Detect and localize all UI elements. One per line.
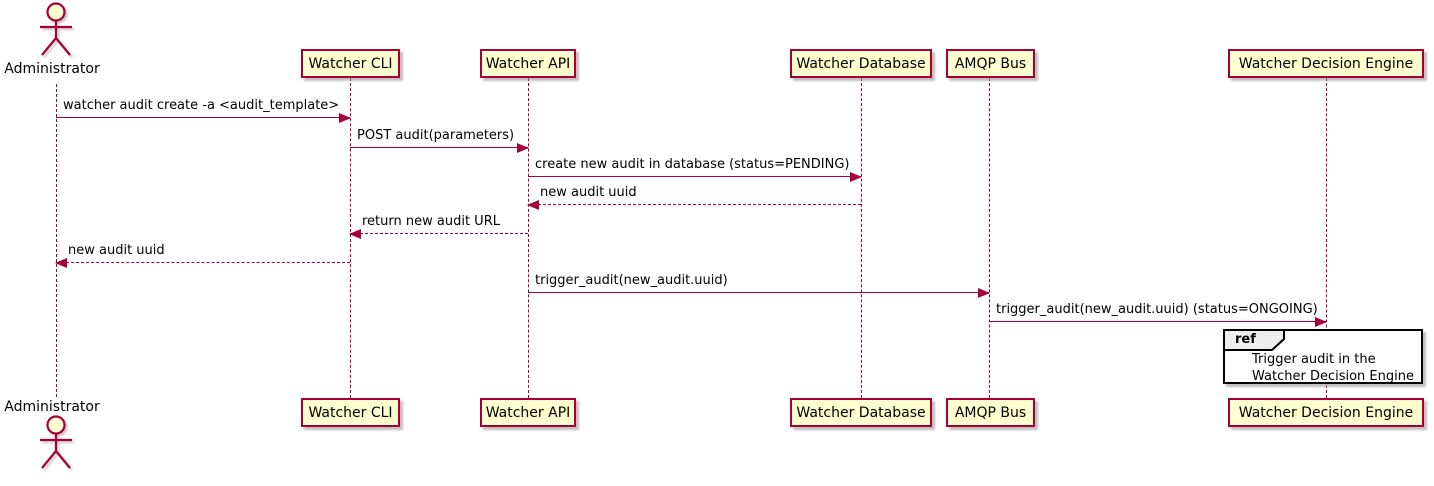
arrowhead-right-icon — [1315, 317, 1327, 327]
actor-administrator-icon — [40, 2, 72, 56]
message-label: return new audit URL — [362, 214, 500, 229]
arrowhead-right-icon — [339, 113, 351, 123]
ref-keyword: ref — [1235, 332, 1256, 347]
message-line — [350, 147, 528, 148]
participant-watcher-decision-engine-bottom: Watcher Decision Engine — [1228, 398, 1424, 427]
arrowhead-right-icon — [517, 143, 529, 153]
lifeline-watcher-decision-engine — [1326, 78, 1327, 398]
message-label: trigger_audit(new_audit.uuid) — [535, 273, 728, 288]
message-label: POST audit(parameters) — [357, 128, 515, 143]
arrowhead-right-icon — [978, 288, 990, 298]
participant-watcher-cli-top: Watcher CLI — [301, 49, 400, 78]
ref-text-line: Watcher Decision Engine — [1252, 369, 1414, 384]
message-label: watcher audit create -a <audit_template> — [63, 98, 340, 113]
arrowhead-right-icon — [850, 172, 862, 182]
ref-text: Trigger audit in the Watcher Decision En… — [1252, 351, 1414, 385]
participant-amqp-bus-bottom: AMQP Bus — [946, 398, 1035, 427]
message-label: new audit uuid — [68, 243, 165, 258]
participant-watcher-api-top: Watcher API — [480, 49, 576, 78]
message-line — [528, 204, 861, 205]
participant-administrator-top: Administrator — [4, 61, 100, 77]
participant-watcher-decision-engine-top: Watcher Decision Engine — [1228, 49, 1424, 78]
participant-amqp-bus-top: AMQP Bus — [946, 49, 1035, 78]
message-line — [528, 176, 861, 177]
arrowhead-left-icon — [527, 200, 539, 210]
lifeline-watcher-api — [528, 78, 529, 398]
lifeline-amqp-bus — [989, 78, 990, 398]
message-label: new audit uuid — [540, 185, 637, 200]
participant-watcher-api-bottom: Watcher API — [480, 398, 576, 427]
message-line — [528, 292, 989, 293]
message-line — [56, 262, 350, 263]
message-line — [350, 233, 528, 234]
actor-administrator-icon — [40, 415, 72, 469]
message-line — [56, 117, 350, 118]
participant-watcher-cli-bottom: Watcher CLI — [301, 398, 400, 427]
message-label: trigger_audit(new_audit.uuid) (status=ON… — [996, 302, 1318, 317]
ref-text-line: Trigger audit in the — [1252, 352, 1376, 367]
ref-fragment: ref Trigger audit in the Watcher Decisio… — [1223, 329, 1423, 384]
message-label: create new audit in database (status=PEN… — [535, 157, 850, 172]
participant-watcher-database-top: Watcher Database — [790, 49, 932, 78]
participant-watcher-database-bottom: Watcher Database — [790, 398, 932, 427]
lifeline-watcher-database — [861, 78, 862, 398]
arrowhead-left-icon — [349, 229, 361, 239]
lifeline-administrator — [56, 84, 57, 397]
ref-tag-pentagon-icon — [1223, 329, 1285, 351]
message-line — [989, 321, 1326, 322]
arrowhead-left-icon — [55, 258, 67, 268]
participant-administrator-bottom: Administrator — [4, 399, 100, 415]
